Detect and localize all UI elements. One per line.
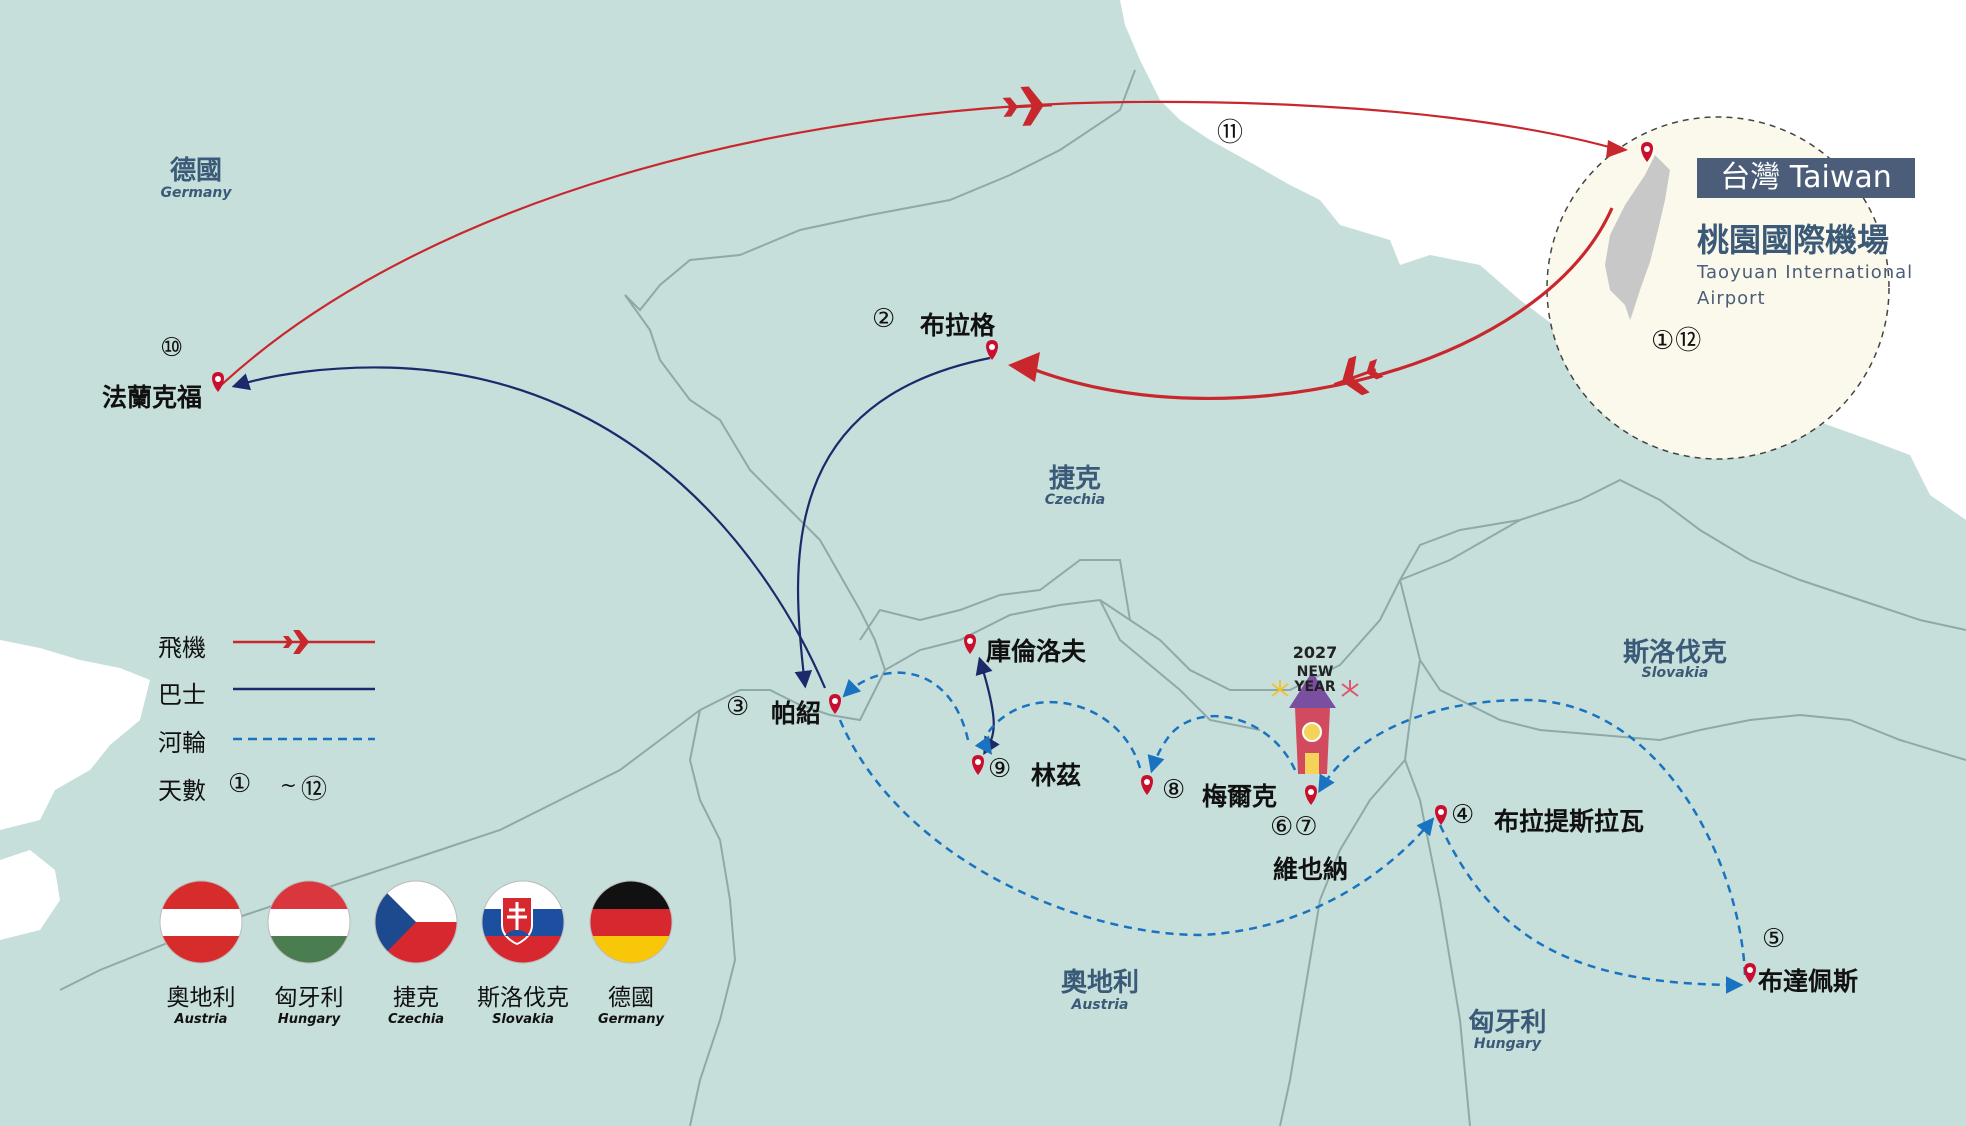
taiwan-badge: 台灣 Taiwan <box>1697 158 1915 198</box>
day-number-melk: ⑧ <box>1162 775 1187 805</box>
flag-row <box>159 880 673 964</box>
flag-label-austria: 奧地利 <box>166 985 236 1011</box>
bus-route-passau-frankfurt <box>231 366 827 689</box>
flag-label-hungary-en: Hungary <box>277 1012 341 1027</box>
legend-symbols <box>233 630 375 741</box>
city-label-frankfurt: 法蘭克福 <box>102 383 203 412</box>
pin-icon <box>1744 963 1756 983</box>
flight-arrowhead-taiwan <box>1606 140 1628 158</box>
pin-icon <box>1141 775 1153 795</box>
flight-arrowhead-prague <box>1008 352 1040 382</box>
country-label-hungary-en: Hungary <box>1473 1036 1542 1052</box>
airport-subtitle-line1: Taoyuan International <box>1697 262 1914 283</box>
sea-area-left-bottom <box>0 850 60 940</box>
pin-icon <box>964 634 976 654</box>
day-number-frankfurt: ⑩ <box>160 333 185 363</box>
flight-route-taiwan-prague <box>1029 207 1614 400</box>
day-number-prague: ② <box>872 304 897 334</box>
river-route-vienna-melk <box>1147 714 1297 774</box>
river-route-linz-passau <box>842 671 970 741</box>
pin-icon <box>212 372 224 392</box>
sea-area-left <box>0 640 150 830</box>
pin-icon <box>986 340 998 360</box>
airplane-icon <box>282 630 314 654</box>
country-label-germany: 德國 <box>169 156 222 186</box>
country-label-czechia: 捷克 <box>1048 464 1101 494</box>
pin-icon <box>1641 142 1653 162</box>
city-label-cesky-krumlov: 庫倫洛夫 <box>986 637 1087 666</box>
day-number-passau: ③ <box>726 692 751 722</box>
new-year-clock-tower-icon <box>1271 672 1359 774</box>
czech-flag <box>374 880 458 964</box>
legend-label-days: 天數 <box>158 777 206 805</box>
flag-label-czechia-en: Czechia <box>387 1012 445 1027</box>
day-number-flight-home: ⑪ <box>1217 118 1245 148</box>
river-route-passau-bratislava <box>838 719 1435 937</box>
bus-routes <box>231 356 1000 756</box>
flag-label-czechia: 捷克 <box>393 985 439 1011</box>
flag-label-austria-en: Austria <box>174 1012 228 1027</box>
flag-label-slovakia: 斯洛伐克 <box>477 985 569 1011</box>
country-borders <box>59 69 1966 1126</box>
flag-label-hungary: 匈牙利 <box>274 985 344 1011</box>
legend-days-separator: ~ <box>280 773 297 797</box>
taiwan-island-shape <box>1605 155 1670 320</box>
legend-days-to: ⑫ <box>301 775 329 805</box>
flag-label-germany-en: Germany <box>598 1012 664 1027</box>
airport-subtitle-line2: Airport <box>1697 288 1766 309</box>
city-label-melk: 梅爾克 <box>1202 782 1278 811</box>
airplane-icon <box>1002 86 1053 126</box>
country-label-slovakia: 斯洛伐克 <box>1622 638 1727 668</box>
location-pins <box>212 142 1756 983</box>
flag-label-germany: 德國 <box>608 985 654 1011</box>
legend-label-plane: 飛機 <box>158 634 206 662</box>
river-routes <box>838 671 1747 994</box>
bus-route-prague-passau <box>794 356 991 689</box>
pin-icon <box>1435 805 1447 825</box>
country-label-austria: 奧地利 <box>1060 968 1139 998</box>
new-year-label-line2: YEAR <box>1294 679 1336 695</box>
legend-days-from: ① <box>228 769 253 799</box>
new-year-label-line1: NEW <box>1296 664 1334 680</box>
city-label-budapest: 布達佩斯 <box>1758 967 1859 996</box>
day-number-vienna: ⑥⑦ <box>1270 812 1319 842</box>
city-label-vienna: 維也納 <box>1273 855 1349 884</box>
day-number-bratislava: ④ <box>1451 800 1476 830</box>
country-label-hungary: 匈牙利 <box>1468 1008 1547 1038</box>
slovakia-flag <box>481 880 565 964</box>
river-route-budapest-vienna <box>1318 698 1747 976</box>
city-label-prague: 布拉格 <box>920 311 996 340</box>
country-label-czechia-en: Czechia <box>1044 492 1106 508</box>
city-label-bratislava: 布拉提斯拉瓦 <box>1494 807 1645 836</box>
airplane-icon <box>1333 355 1384 396</box>
pin-icon <box>1305 785 1317 805</box>
legend-label-bus: 巴士 <box>158 681 206 709</box>
city-label-linz: 林茲 <box>1031 761 1082 790</box>
day-number-budapest: ⑤ <box>1762 924 1787 954</box>
day-number-taiwan: ①⑫ <box>1651 326 1703 356</box>
pin-icon <box>829 694 841 714</box>
germany-flag <box>589 880 673 964</box>
flag-label-slovakia-en: Slovakia <box>492 1012 554 1027</box>
hungary-flag <box>267 880 351 964</box>
country-label-germany-en: Germany <box>160 185 232 201</box>
airport-title: 桃園國際機場 <box>1697 221 1890 259</box>
river-route-bratislava-budapest <box>1438 824 1744 994</box>
country-label-austria-en: Austria <box>1071 997 1129 1013</box>
new-year-label-year: 2027 <box>1292 643 1338 662</box>
legend-label-river: 河輪 <box>158 729 206 757</box>
day-number-linz: ⑨ <box>988 754 1013 784</box>
city-label-passau: 帕紹 <box>771 699 822 728</box>
country-label-slovakia-en: Slovakia <box>1641 665 1709 681</box>
river-route-melk-linz <box>974 700 1142 769</box>
austria-flag <box>159 880 243 964</box>
pin-icon <box>972 755 984 775</box>
